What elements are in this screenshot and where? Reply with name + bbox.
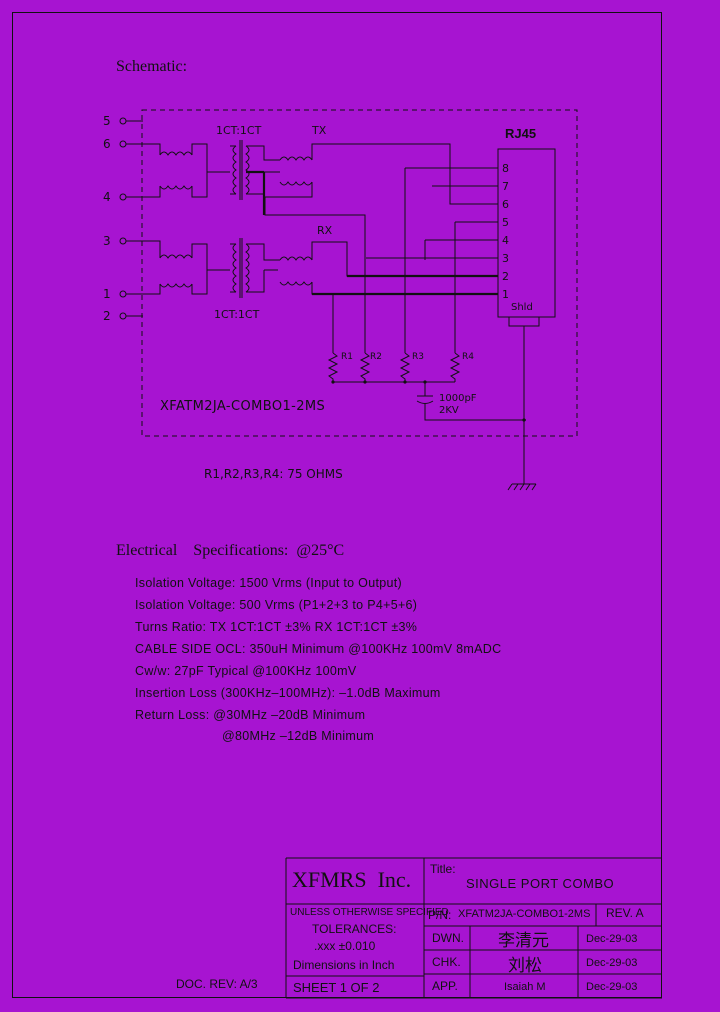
spec-line: Insertion Loss (300KHz–100MHz): –1.0dB M… [135, 686, 441, 700]
transformer-top-ratio: 1CT:1CT [216, 124, 262, 137]
title-value: SINGLE PORT COMBO [466, 876, 615, 891]
pin-label-6: 6 [103, 137, 111, 151]
resistor-r2-label: R2 [370, 352, 382, 362]
schematic-diagram [119, 109, 578, 491]
tolerance-heading: TOLERANCES: [312, 922, 397, 936]
resistor-r1-label: R1 [341, 352, 353, 362]
tolerance-note: UNLESS OTHERWISE SPECIFIED [290, 907, 449, 918]
dimensions-unit: Dimensions in Inch [293, 958, 395, 972]
schematic-label: Schematic: [116, 58, 188, 75]
pin-label-3: 3 [103, 234, 111, 248]
shield-label: Shld [511, 302, 533, 313]
tx-label: TX [312, 124, 327, 137]
spec-line: Isolation Voltage: 1500 Vrms (Input to O… [135, 576, 402, 590]
drawn-by-label: DWN. [432, 931, 464, 945]
approved-by-name: Isaiah M [504, 981, 546, 993]
capacitor-value: 1000pF [439, 393, 477, 404]
spec-line: @80MHz –12dB Minimum [222, 729, 375, 743]
rj45-title: RJ45 [505, 126, 537, 141]
rj45-pin-2: 2 [502, 270, 509, 283]
document-revision: DOC. REV: A/3 [176, 977, 258, 991]
spec-line: Cw/w: 27pF Typical @100KHz 100mV [135, 664, 357, 678]
rj45-pin-5: 5 [502, 216, 509, 229]
spec-line: Turns Ratio: TX 1CT:1CT ±3% RX 1CT:1CT ±… [135, 620, 418, 634]
rj45-pin-7: 7 [502, 180, 509, 193]
pn-value: XFATM2JA-COMBO1-2MS [458, 908, 591, 920]
approved-by-label: APP. [432, 979, 458, 993]
drawn-date: Dec-29-03 [586, 933, 638, 945]
resistor-r4-label: R4 [462, 352, 474, 362]
rx-label: RX [317, 224, 333, 237]
specs-heading: Electrical Specifications: @25°C [116, 542, 345, 559]
title-label: Title: [430, 862, 456, 876]
tolerance-value: .xxx ±0.010 [314, 939, 376, 953]
approved-date: Dec-29-03 [586, 981, 638, 993]
checked-by-signature: 刘松 [508, 956, 542, 976]
rj45-pin-3: 3 [502, 252, 509, 265]
spec-line: Return Loss: @30MHz –20dB Minimum [135, 708, 366, 722]
transformer-bottom-ratio: 1CT:1CT [214, 308, 260, 321]
rj45-pin-4: 4 [502, 234, 509, 247]
pin-label-2: 2 [103, 309, 111, 323]
resistor-note: R1,R2,R3,R4: 75 OHMS [204, 467, 343, 481]
pin-label-5: 5 [103, 114, 111, 128]
resistor-r3-label: R3 [412, 352, 424, 362]
checked-by-label: CHK. [432, 955, 461, 969]
spec-line: Isolation Voltage: 500 Vrms (P1+2+3 to P… [135, 598, 418, 612]
rj45-pin-1: 1 [502, 288, 509, 301]
checked-date: Dec-29-03 [586, 957, 638, 969]
rj45-pin-8: 8 [502, 162, 509, 175]
pn-label: P/N: [428, 908, 452, 922]
drawn-by-signature: 李清元 [498, 931, 549, 951]
module-outline [141, 109, 578, 437]
pin-label-4: 4 [103, 190, 111, 204]
company-name: XFMRS Inc. [292, 867, 412, 892]
revision: REV. A [606, 906, 644, 920]
rj45-pin-6: 6 [502, 198, 509, 211]
sheet-number: SHEET 1 OF 2 [293, 980, 380, 995]
capacitor-voltage: 2KV [439, 405, 459, 416]
spec-line: CABLE SIDE OCL: 350uH Minimum @100KHz 10… [135, 642, 502, 656]
part-number-label: XFATM2JA-COMBO1-2MS [160, 399, 326, 414]
pin-label-1: 1 [103, 287, 111, 301]
